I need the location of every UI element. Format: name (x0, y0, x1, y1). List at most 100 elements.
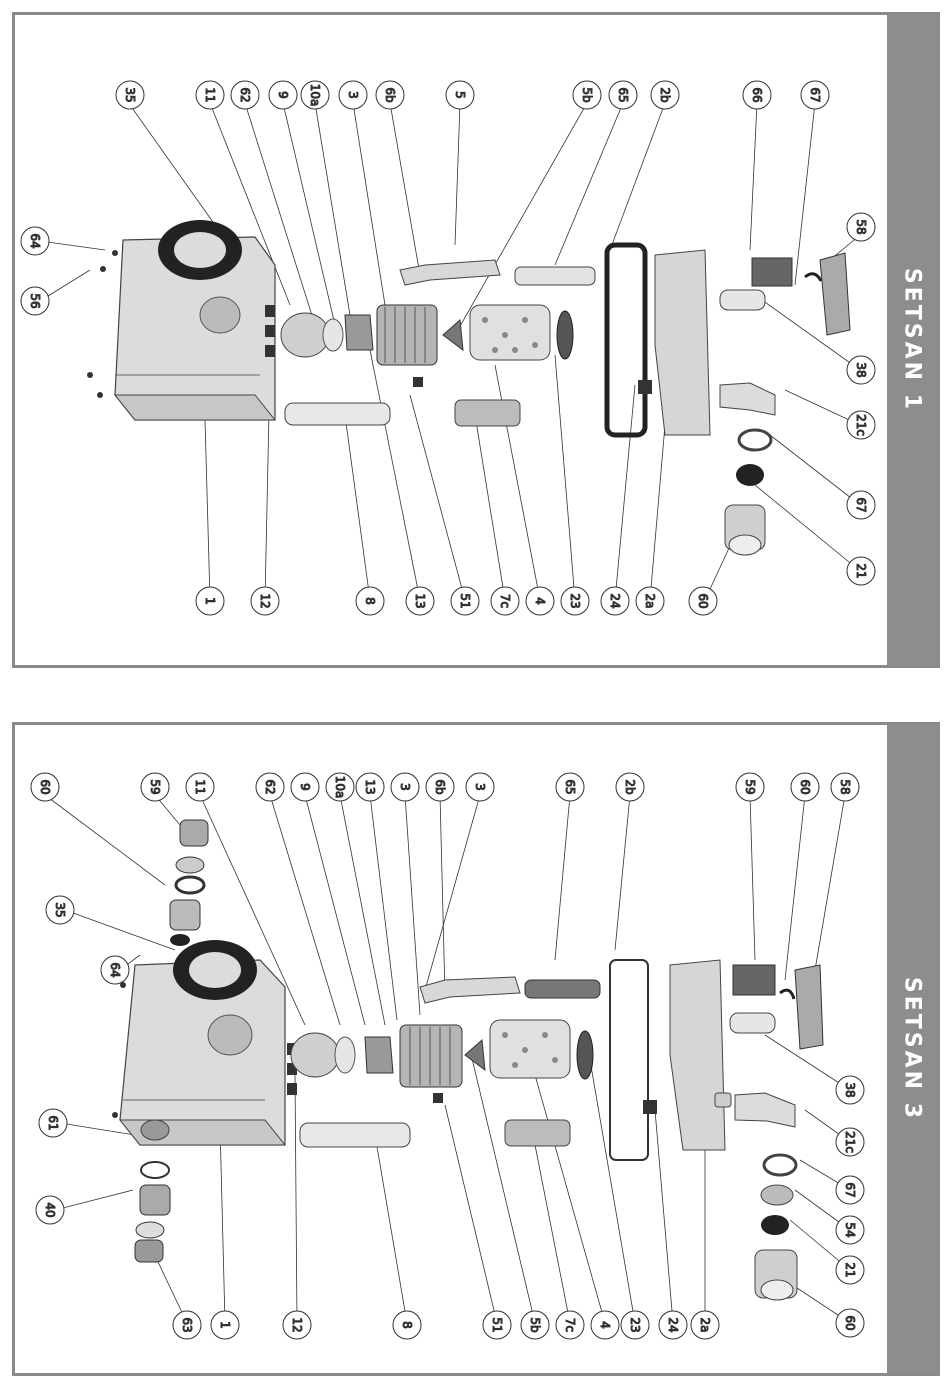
svg-text:5b: 5b (528, 1317, 542, 1332)
motor-part (377, 305, 437, 365)
svg-text:67: 67 (854, 497, 868, 512)
callout: 2a (636, 587, 664, 615)
svg-text:2b: 2b (658, 87, 672, 102)
callout: 60 (689, 587, 717, 615)
callout: 6b (426, 773, 454, 801)
callout: 59 (736, 773, 764, 801)
svg-text:6b: 6b (383, 87, 397, 102)
svg-text:3: 3 (473, 783, 487, 791)
svg-text:60: 60 (38, 779, 52, 794)
svg-text:4: 4 (533, 597, 547, 605)
callout: 6b (376, 81, 404, 109)
callout: 9 (291, 773, 319, 801)
callout: 21c (836, 1128, 864, 1156)
callout: 61 (39, 1109, 67, 1137)
svg-text:59: 59 (743, 779, 757, 794)
callout: 11 (196, 81, 224, 109)
svg-text:61: 61 (46, 1115, 60, 1130)
svg-text:21: 21 (843, 1262, 857, 1277)
callout: 4 (591, 1311, 619, 1339)
callout: 5 (446, 81, 474, 109)
svg-text:9: 9 (276, 91, 290, 99)
callout: 51 (483, 1311, 511, 1339)
callout: 11 (186, 773, 214, 801)
svg-text:64: 64 (28, 233, 42, 248)
svg-text:1: 1 (203, 597, 217, 605)
svg-text:7c: 7c (498, 594, 512, 608)
callout: 64 (101, 956, 129, 984)
svg-text:3: 3 (346, 91, 360, 99)
callout: 66 (743, 81, 771, 109)
callout: 60 (836, 1309, 864, 1337)
callout: 59 (141, 773, 169, 801)
svg-text:2b: 2b (623, 779, 637, 794)
svg-text:21: 21 (854, 563, 868, 578)
svg-text:58: 58 (854, 219, 868, 234)
callout: 7c (556, 1311, 584, 1339)
callout: 60 (791, 773, 819, 801)
panel-title: SETSAN 1 (900, 268, 925, 412)
parts (112, 820, 823, 1300)
callout: 40 (36, 1196, 64, 1224)
callout: 67 (836, 1176, 864, 1204)
panel-title-bar: SETSAN 3 (887, 725, 937, 1373)
callout: 8 (393, 1311, 421, 1339)
callout: 3 (466, 773, 494, 801)
svg-text:54: 54 (843, 1222, 857, 1237)
callout: 35 (46, 896, 74, 924)
svg-text:3: 3 (398, 783, 412, 791)
svg-text:12: 12 (290, 1317, 304, 1332)
svg-text:64: 64 (108, 962, 122, 977)
motor-part (400, 1025, 462, 1087)
svg-text:11: 11 (193, 779, 207, 794)
callout: 62 (231, 81, 259, 109)
svg-text:1: 1 (218, 1321, 232, 1329)
callout: 64 (21, 227, 49, 255)
callout: 65 (609, 81, 637, 109)
svg-text:62: 62 (263, 779, 277, 794)
callout: 23 (561, 587, 589, 615)
callout: 24 (659, 1311, 687, 1339)
callout: 13 (356, 773, 384, 801)
callout: 60 (31, 773, 59, 801)
callout: 2b (651, 81, 679, 109)
callout: 56 (21, 287, 49, 315)
svg-text:8: 8 (400, 1321, 414, 1329)
svg-text:65: 65 (563, 779, 577, 794)
callout: 10a (301, 81, 329, 109)
callout: 67 (847, 491, 875, 519)
svg-text:2a: 2a (698, 1318, 712, 1333)
svg-text:24: 24 (666, 1317, 680, 1332)
svg-text:5b: 5b (580, 87, 594, 102)
svg-text:35: 35 (123, 87, 137, 102)
svg-text:60: 60 (696, 593, 710, 608)
svg-text:23: 23 (628, 1317, 642, 1332)
svg-text:9: 9 (298, 783, 312, 791)
svg-text:63: 63 (180, 1317, 194, 1332)
svg-text:10a: 10a (333, 776, 347, 799)
callout: 24 (601, 587, 629, 615)
svg-text:21c: 21c (854, 414, 868, 436)
callout: 7c (491, 587, 519, 615)
svg-text:23: 23 (568, 593, 582, 608)
svg-text:35: 35 (53, 902, 67, 917)
callout: 5b (573, 81, 601, 109)
setsan-3-panel: SETSAN 3 (12, 722, 940, 1376)
svg-text:62: 62 (238, 87, 252, 102)
setsan-1-panel: SETSAN 1 (12, 12, 940, 668)
callout: 2b (616, 773, 644, 801)
callout: 10a (326, 773, 354, 801)
svg-text:6b: 6b (433, 779, 447, 794)
callout: 8 (356, 587, 384, 615)
callout: 2a (691, 1311, 719, 1339)
panel-title: SETSAN 3 (900, 977, 925, 1121)
svg-text:5: 5 (453, 91, 467, 99)
callout: 51 (451, 587, 479, 615)
callout: 35 (116, 81, 144, 109)
callout: 62 (256, 773, 284, 801)
svg-text:21c: 21c (843, 1131, 857, 1153)
svg-text:38: 38 (843, 1082, 857, 1097)
svg-text:10a: 10a (308, 84, 322, 107)
callout: 5b (521, 1311, 549, 1339)
callout: 58 (831, 773, 859, 801)
